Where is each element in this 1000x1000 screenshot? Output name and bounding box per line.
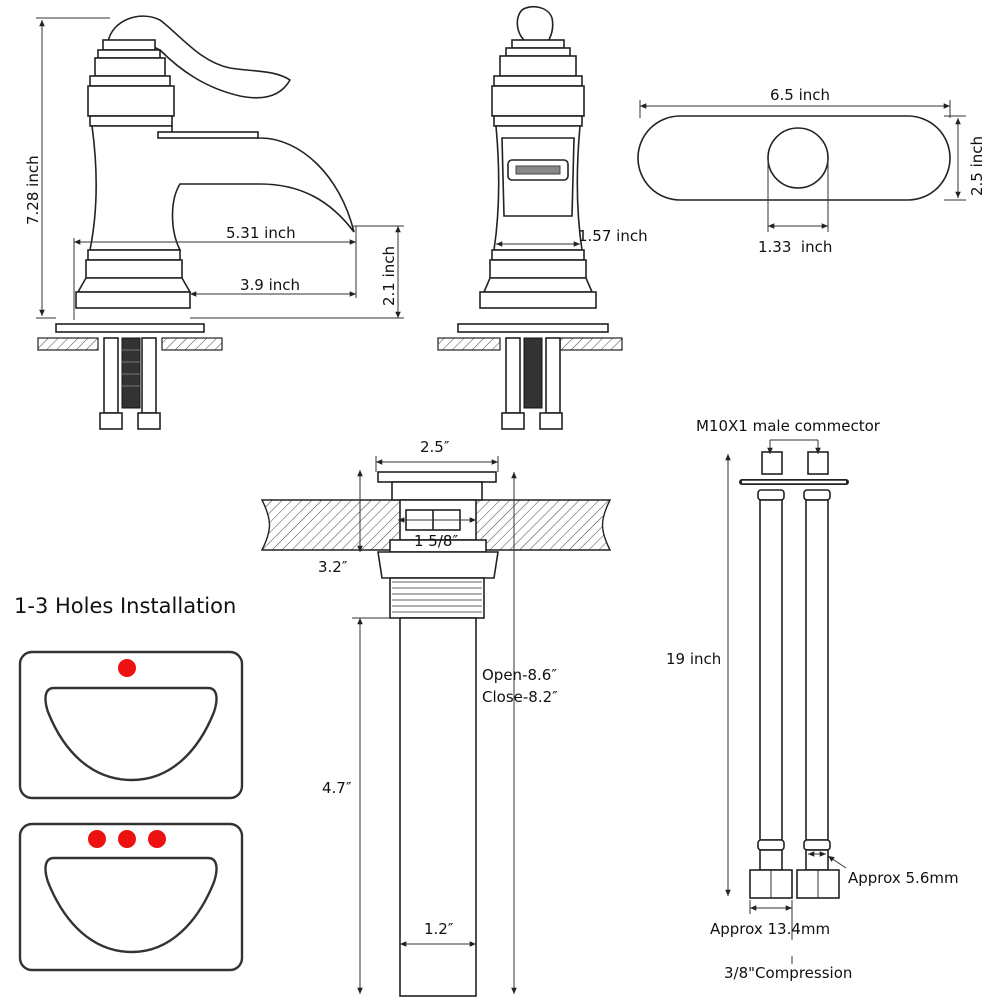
three-hole-sink (18, 822, 244, 972)
base-to-spout-label: 3.9 inch (240, 276, 300, 294)
faucet-side-view: 1.57 inch (437, 5, 648, 430)
pop-up-drain: 2.5″ 1 5/8″ 3.2″ Open-8.6″ Close-8.2″ 4.… (260, 438, 612, 997)
drain-lower-label: 4.7″ (322, 779, 352, 797)
compression-label: 3/8"Compression (724, 964, 852, 982)
hole-dot (118, 830, 136, 848)
plate-width-label: 2.5 inch (968, 136, 986, 196)
drain-thread-label: 1 5/8″ (414, 532, 458, 550)
plate-length-label: 6.5 inch (770, 86, 830, 104)
plate-hole-label: 1.33 inch (758, 238, 832, 256)
hole-dot (118, 659, 136, 677)
faucet-height-label: 7.28 inch (24, 155, 42, 225)
drain-open-label: Open-8.6″ (482, 666, 557, 684)
hose-length-label: 19 inch (666, 650, 721, 668)
drain-upper-label: 3.2″ (318, 558, 348, 576)
installation-title: 1-3 Holes Installation (14, 594, 236, 618)
hose-inner-label: Approx 5.6mm (848, 869, 959, 887)
supply-hoses: M10X1 male commector 19 inch Approx 5.6m… (666, 417, 959, 982)
hole-dot (148, 830, 166, 848)
drain-close-label: Close-8.2″ (482, 688, 558, 706)
holes-installation: 1-3 Holes Installation (14, 594, 244, 972)
spout-reach-label: 5.31 inch (226, 224, 296, 242)
deck-plate: 6.5 inch 2.5 inch 1.33 inch (637, 86, 986, 256)
side-depth-label: 1.57 inch (578, 227, 648, 245)
connector-label: M10X1 male commector (696, 417, 881, 435)
spout-height-label: 2.1 inch (380, 246, 398, 306)
hose-outer-label: Approx 13.4mm (710, 920, 830, 938)
drain-cap-label: 2.5″ (420, 438, 450, 456)
single-hole-sink (18, 650, 244, 800)
drain-pipe-label: 1.2″ (424, 920, 454, 938)
faucet-front-view: 7.28 inch 5.31 inch 3.9 inch 2.1 inch (24, 15, 404, 430)
hole-dot (88, 830, 106, 848)
